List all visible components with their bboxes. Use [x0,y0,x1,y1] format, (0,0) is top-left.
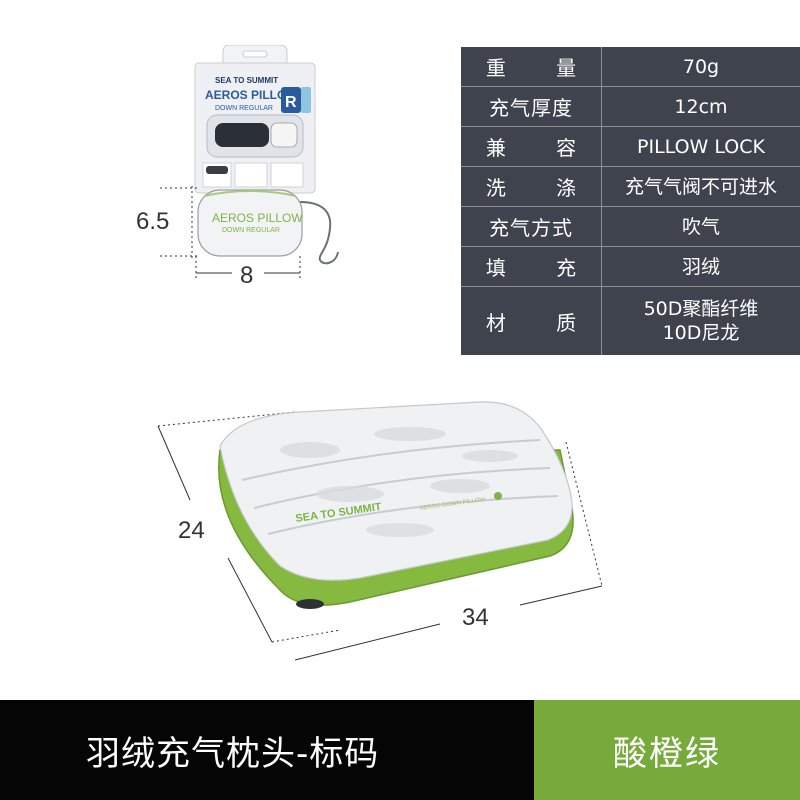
spec-value: 羽绒 [681,255,720,278]
spec-label: 洗 涤 [461,167,602,206]
pillow-illustration: SEA TO SUMMIT AEROS DOWN PILLOW [157,401,603,661]
spec-row-washing: 洗 涤 充气气阀不可进水 [461,167,800,207]
product-title: 羽绒充气枕头-标码 [0,700,534,800]
spec-label: 填 充 [461,247,602,286]
spec-label: 充气方式 [461,207,602,246]
pillow-depth-label: 24 [178,517,205,544]
spec-label: 重 量 [461,47,602,86]
sack-width-label: 8 [240,262,254,289]
package-illustration: SEA TO SUMMIT AEROS PILLOW DOWN REGULAR … [194,45,316,194]
spec-row-fill: 填 充 羽绒 [461,247,800,287]
sack-product-line: AEROS PILLOW [212,211,303,225]
spec-label: 充气厚度 [461,87,602,126]
package-size-badge: R [285,94,297,111]
pillow-width-label: 34 [462,604,489,631]
spec-row-compatibility: 兼 容 PILLOW LOCK [461,127,800,167]
bottom-banner: 羽绒充气枕头-标码 酸橙绿 [0,700,800,800]
package-product-line: AEROS PILLOW [205,88,298,102]
stuff-sack: AEROS PILLOW DOWN REGULAR [160,186,339,280]
spec-value: 50D聚酯纤维 10D尼龙 [643,298,759,344]
package-variant: DOWN REGULAR [215,105,273,112]
package-brand: SEA TO SUMMIT [215,76,278,85]
spec-row-inflation: 充气方式 吹气 [461,207,800,247]
sack-height-label: 6.5 [136,208,170,235]
spec-value: 12cm [674,95,728,118]
spec-row-weight: 重 量 70g [461,47,800,87]
spec-value: 70g [682,55,720,78]
spec-value: PILLOW LOCK [637,135,765,158]
spec-value: 充气气阀不可进水 [624,175,777,198]
spec-row-material: 材 质 50D聚酯纤维 10D尼龙 [461,287,800,355]
spec-row-thickness: 充气厚度 12cm [461,87,800,127]
spec-value: 吹气 [681,215,720,238]
spec-label: 兼 容 [461,127,602,166]
spec-table: 重 量 70g 充气厚度 12cm 兼 容 PILLOW LOCK 洗 涤 充气… [461,47,800,355]
spec-label: 材 质 [461,287,602,355]
color-name: 酸橙绿 [534,700,800,800]
sack-variant: DOWN REGULAR [222,227,280,234]
